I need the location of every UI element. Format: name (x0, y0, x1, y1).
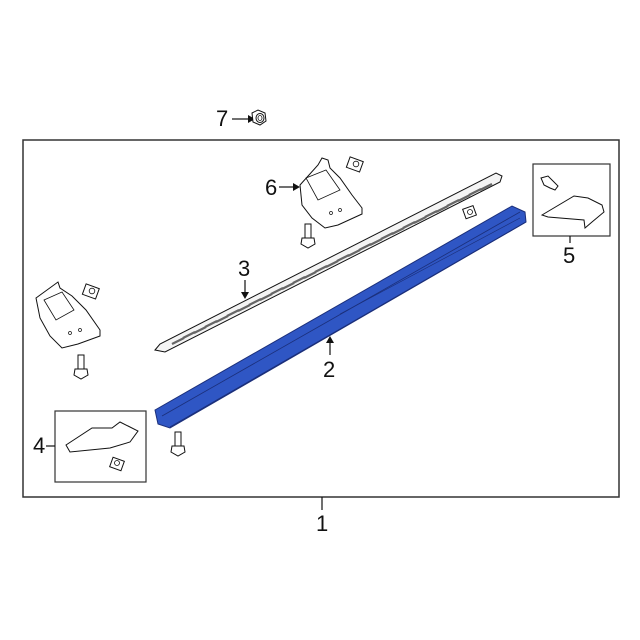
callout-2-arrow (326, 336, 334, 355)
callout-label-6: 6 (265, 175, 278, 200)
clip-nut-icon[interactable] (345, 156, 364, 173)
bolt-icon[interactable] (300, 223, 316, 249)
callout-label-4: 4 (33, 433, 46, 458)
clip-nut-icon[interactable] (462, 204, 478, 220)
nut-icon[interactable] (232, 109, 267, 126)
running-board[interactable] (154, 205, 527, 429)
clip-nut-icon[interactable] (81, 283, 100, 300)
callout-3-arrow (241, 280, 249, 299)
assembly-frame (22, 139, 620, 498)
end-cap-rear-box[interactable] (532, 163, 611, 243)
mounting-bracket-left[interactable] (35, 281, 101, 349)
bolt-icon[interactable] (170, 431, 186, 457)
callout-label-3: 3 (238, 256, 251, 281)
callout-label-5: 5 (563, 243, 576, 268)
callout-label-7: 7 (216, 106, 229, 131)
callout-6-arrow (279, 183, 300, 191)
callout-label-2: 2 (323, 357, 336, 382)
step-pad[interactable] (154, 172, 503, 353)
callout-label-1: 1 (316, 511, 329, 536)
end-cap-front-box[interactable] (46, 410, 147, 483)
bolt-icon[interactable] (73, 354, 89, 380)
mounting-bracket-upper[interactable] (299, 157, 363, 229)
